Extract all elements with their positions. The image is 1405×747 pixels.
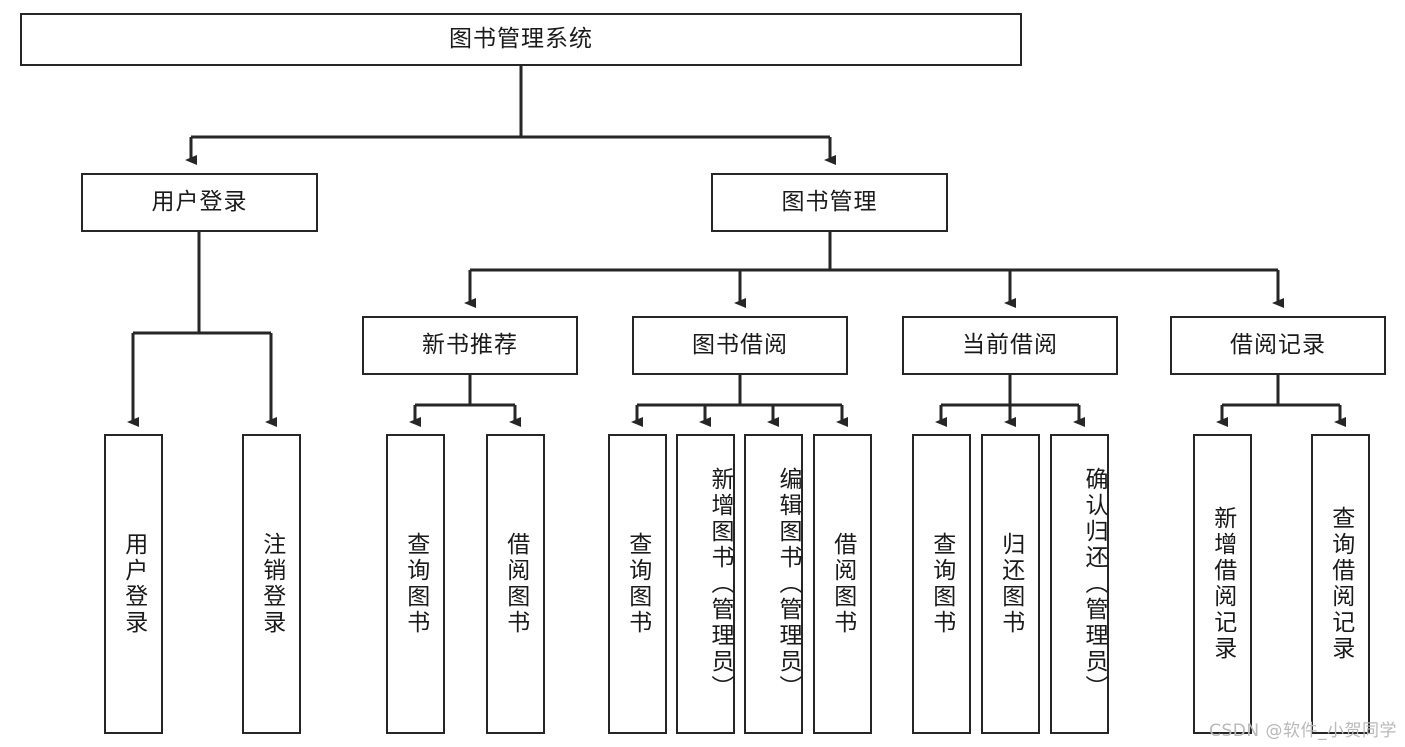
node-leaf-edit-book[interactable]: 编辑图书（管理员） <box>744 434 803 734</box>
node-leaf-query-book-2-label: 查询图书 <box>624 532 651 636</box>
node-leaf-add-book[interactable]: 新增图书（管理员） <box>676 434 735 734</box>
node-root[interactable]: 图书管理系统 <box>20 13 1022 66</box>
node-leaf-add-record-label: 新增借阅记录 <box>1209 506 1236 662</box>
node-leaf-borrow-book-2-label: 借阅图书 <box>829 532 856 636</box>
node-leaf-query-book-2[interactable]: 查询图书 <box>608 434 667 734</box>
node-leaf-edit-book-label: 编辑图书（管理员） <box>775 467 801 701</box>
node-book-management-label: 图书管理 <box>781 189 878 216</box>
node-leaf-return-book-label: 归还图书 <box>997 532 1024 636</box>
node-leaf-confirm-return[interactable]: 确认归还（管理员） <box>1050 434 1109 734</box>
node-new-book-recommend[interactable]: 新书推荐 <box>362 316 578 375</box>
node-leaf-logout-label: 注销登录 <box>258 532 285 636</box>
node-book-borrow[interactable]: 图书借阅 <box>632 316 848 375</box>
node-current-borrow[interactable]: 当前借阅 <box>902 316 1118 375</box>
node-leaf-query-record-label: 查询借阅记录 <box>1327 506 1354 662</box>
node-leaf-logout[interactable]: 注销登录 <box>242 434 301 734</box>
node-book-management[interactable]: 图书管理 <box>711 173 948 232</box>
node-user-login-label: 用户登录 <box>151 189 248 216</box>
node-leaf-query-book-3[interactable]: 查询图书 <box>912 434 971 734</box>
node-borrow-record[interactable]: 借阅记录 <box>1170 316 1386 375</box>
node-leaf-confirm-return-label: 确认归还（管理员） <box>1081 467 1107 701</box>
node-root-label: 图书管理系统 <box>449 26 593 53</box>
node-leaf-query-book-1[interactable]: 查询图书 <box>386 434 445 734</box>
node-leaf-query-book-3-label: 查询图书 <box>928 532 955 636</box>
node-new-book-recommend-label: 新书推荐 <box>422 332 518 359</box>
node-leaf-borrow-book-2[interactable]: 借阅图书 <box>813 434 872 734</box>
node-borrow-record-label: 借阅记录 <box>1230 332 1326 359</box>
node-current-borrow-label: 当前借阅 <box>962 332 1058 359</box>
node-leaf-query-book-1-label: 查询图书 <box>402 532 429 636</box>
node-user-login[interactable]: 用户登录 <box>81 173 318 232</box>
node-leaf-add-record[interactable]: 新增借阅记录 <box>1193 434 1252 734</box>
node-book-borrow-label: 图书借阅 <box>692 332 788 359</box>
node-leaf-user-login[interactable]: 用户登录 <box>104 434 163 734</box>
node-leaf-return-book[interactable]: 归还图书 <box>981 434 1040 734</box>
node-leaf-borrow-book-1-label: 借阅图书 <box>502 532 529 636</box>
node-leaf-borrow-book-1[interactable]: 借阅图书 <box>486 434 545 734</box>
node-leaf-user-login-label: 用户登录 <box>120 532 147 636</box>
node-leaf-add-book-label: 新增图书（管理员） <box>707 467 733 701</box>
node-leaf-query-record[interactable]: 查询借阅记录 <box>1311 434 1370 734</box>
